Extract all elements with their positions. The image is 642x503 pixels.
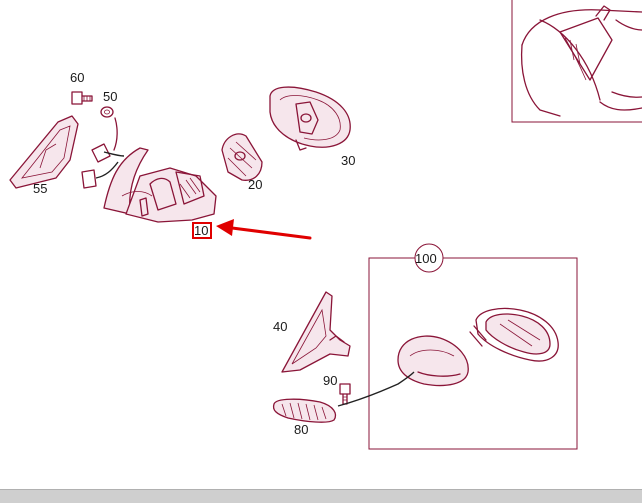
part-30-mirror-glass[interactable] [269, 86, 351, 151]
part-90-screw[interactable] [339, 383, 351, 405]
label-60: 60 [70, 70, 84, 85]
arrow-left-icon [216, 219, 312, 240]
part-60-screw[interactable] [71, 91, 93, 105]
part-80-turn-signal[interactable] [272, 371, 415, 423]
inset-frame [511, 0, 642, 123]
connector-plug [91, 143, 111, 163]
part-20-adjuster[interactable] [221, 133, 263, 181]
part-40-bracket[interactable] [281, 291, 351, 373]
assembly-100-frame: 100 [368, 243, 578, 450]
label-80: 80 [294, 422, 308, 437]
part-10-mirror-base[interactable] [81, 143, 217, 223]
label-20: 20 [248, 177, 262, 192]
car-top-view-icon [520, 5, 642, 117]
label-55: 55 [33, 181, 47, 196]
label-30: 30 [341, 153, 355, 168]
label-100: 100 [415, 251, 437, 266]
part-55-cover-cap[interactable] [9, 115, 79, 189]
label-10: 10 [194, 223, 208, 238]
label-10-highlight: 10 [192, 222, 212, 239]
part-50-nut[interactable] [100, 106, 118, 151]
bottom-frame-strip [0, 489, 642, 503]
label-50: 50 [103, 89, 117, 104]
label-40: 40 [273, 319, 287, 334]
part-100-mirror-assembly[interactable] [397, 307, 559, 387]
bottom-frame-edge [0, 489, 642, 490]
label-90: 90 [323, 373, 337, 388]
vehicle-locator-inset [511, 0, 642, 123]
